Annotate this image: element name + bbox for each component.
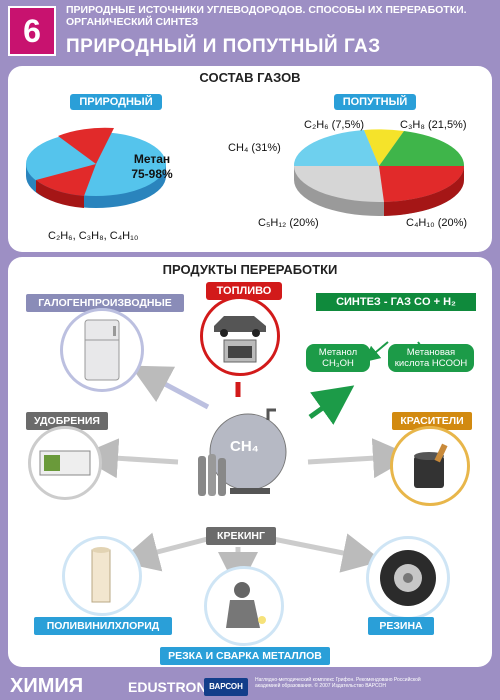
fertilizer-box-icon — [39, 450, 91, 476]
dyes-picture — [390, 426, 470, 506]
methanol-box: Метанол CH₃OH — [306, 344, 370, 372]
composition-title: СОСТАВ ГАЗОВ — [199, 70, 301, 85]
rubber-picture — [366, 536, 450, 620]
pie-slice-others — [36, 164, 96, 196]
assoc-c3h8-label: C₃H₈ (21,5%) — [400, 119, 467, 131]
welding-label: РЕЗКА И СВАРКА МЕТАЛЛОВ — [160, 647, 330, 665]
pvc-roll-icon — [91, 547, 111, 603]
halogen-label: ГАЛОГЕНПРОИЗВОДНЫЕ — [26, 294, 184, 312]
methane-name: Метан — [133, 152, 171, 166]
pie-slice-others-top — [58, 127, 114, 164]
gas-tank-icon — [198, 408, 287, 496]
pie2-slice-ch4 — [293, 130, 379, 166]
arrow-fertilizers — [78, 438, 179, 479]
pie2-slice-c4h10-side — [384, 166, 465, 216]
methanoic-line1: Метановая — [406, 347, 456, 358]
fuel-picture — [200, 296, 280, 376]
fridge-icon — [84, 319, 120, 381]
header — [0, 0, 500, 62]
fertilizers-label: УДОБРЕНИЯ — [26, 412, 108, 430]
natural-others: C₂H₆, C₃H₈, C₄H₁₀ — [48, 230, 139, 242]
assoc-ch4-label: CH₄ (31%) — [228, 142, 281, 154]
pie-slice-others-side — [36, 180, 84, 208]
cracking-label: КРЕКИНГ — [206, 527, 276, 545]
methane-value: 75-98% — [131, 167, 173, 181]
poster-subtitle: ПРИРОДНЫЕ ИСТОЧНИКИ УГЛЕВОДОРОДОВ. СПОСО… — [66, 4, 467, 28]
dyes-label: КРАСИТЕЛИ — [392, 412, 472, 430]
fridge-picture — [60, 308, 144, 392]
paint-bucket-icon — [414, 443, 448, 488]
welding-picture — [204, 566, 284, 646]
footer — [0, 674, 500, 700]
pie2-slice-c3h8 — [379, 131, 465, 166]
arrow-syngas — [308, 385, 355, 425]
products-title: ПРОДУКТЫ ПЕРЕРАБОТКИ — [162, 262, 338, 277]
assoc-c5h12-label: C₅H₁₂ (20%) — [258, 217, 319, 229]
gas-tank — [192, 404, 296, 504]
poster-title: ПРИРОДНЫЙ И ПОПУТНЫЙ ГАЗ — [66, 36, 381, 57]
assoc-c4h10-label: C₄H₁₀ (20%) — [406, 217, 468, 229]
footer-fine-print: Наглядно-методический комплекс Грифон. Р… — [255, 677, 421, 689]
methanoic-box: Метановая кислота HCOOH — [388, 344, 474, 372]
pie2-slice-c2h6 — [364, 129, 404, 166]
footer-publisher: ВАРСОН — [204, 678, 248, 696]
pie2-slice-c4h10 — [379, 166, 465, 202]
fuel-label: ТОПЛИВО — [206, 282, 282, 300]
associated-gas-label: ПОПУТНЫЙ — [334, 94, 416, 110]
welder-icon — [226, 582, 266, 628]
methanol-line1: Метанол — [318, 347, 358, 358]
natural-gas-pie — [26, 127, 166, 208]
arrow-halogen — [130, 365, 210, 410]
fertilizer-picture — [28, 426, 102, 500]
ch4-center-label: CH₄ — [230, 438, 259, 455]
tire-icon — [380, 550, 436, 606]
methanoic-line2: кислота HCOOH — [394, 358, 468, 369]
car-stove-icon — [214, 316, 266, 363]
arrow-methanol — [363, 341, 389, 363]
syngas-label: СИНТЕЗ - ГАЗ CO + H₂ — [316, 293, 476, 311]
associated-gas-pie — [293, 129, 465, 216]
methanol-line2: CH₃OH — [322, 358, 354, 369]
rubber-label: РЕЗИНА — [368, 617, 434, 635]
assoc-c2h6-label: C₂H₆ (7,5%) — [304, 119, 365, 131]
natural-gas-label: ПРИРОДНЫЙ — [70, 94, 162, 110]
footer-subject: ХИМИЯ — [10, 675, 84, 697]
pvc-picture — [62, 536, 142, 616]
poster-number: 6 — [8, 6, 56, 56]
footer-brand: EDUSTRONG — [128, 679, 218, 695]
arrow-dyes — [307, 438, 413, 479]
pvc-label: ПОЛИВИНИЛХЛОРИД — [34, 617, 172, 635]
